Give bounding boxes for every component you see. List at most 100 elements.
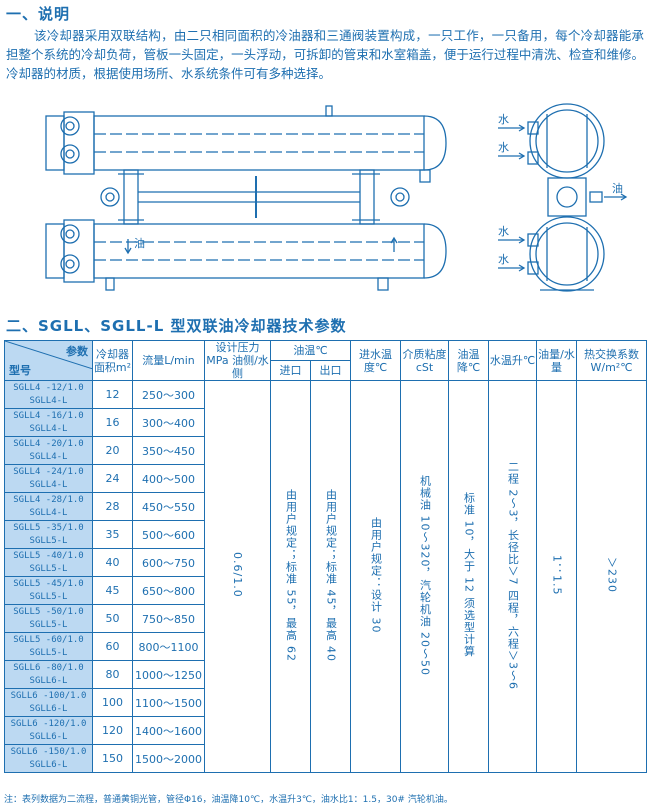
- three-way-valves: [100, 169, 410, 225]
- flow-cell: 400～500: [132, 464, 205, 493]
- header-heat-coef: 热交换系数W/m²℃: [576, 340, 648, 381]
- section1-text: 该冷却器采用双联结构，由二只相同面积的冷油器和三通阀装置构成，一只工作，一只备用…: [6, 28, 644, 81]
- area-cell: 100: [92, 688, 133, 717]
- shared-viscosity-cell: 机械油 10～320，汽轮机油 20～50: [400, 380, 450, 773]
- model-name-primary: SGLL6 -100/1.0: [10, 690, 87, 701]
- header-water-in-temp: 进水温度℃: [350, 340, 402, 381]
- shared-ratio-text: 1：1.5: [550, 554, 564, 596]
- model-name-secondary: SGLL4-L: [29, 479, 68, 490]
- model-name-secondary: SGLL6-L: [29, 675, 68, 686]
- shared-oil-in-text: 由用户规定；标准 55，最高 62: [284, 488, 298, 662]
- shared-oil-drop-cell: 标准 10，大于 12 须选型计算: [448, 380, 490, 773]
- header-pressure: 设计压力 MPa 油侧/水侧: [204, 340, 271, 381]
- model-name-primary: SGLL6 -120/1.0: [10, 718, 87, 729]
- side-view: [527, 103, 605, 292]
- area-cell: 12: [92, 380, 133, 409]
- flow-cell: 350～450: [132, 436, 205, 465]
- shared-ratio-cell: 1：1.5: [536, 380, 578, 773]
- header-oil-drop: 油温降℃: [448, 340, 490, 381]
- area-cell: 28: [92, 492, 133, 521]
- area-cell: 40: [92, 548, 133, 577]
- model-name-primary: SGLL6 -150/1.0: [10, 746, 87, 757]
- lower-flange-icons: [60, 224, 80, 274]
- model-name-primary: SGLL5 -40/1.0: [13, 550, 84, 561]
- area-cell: 20: [92, 436, 133, 465]
- flow-cell: 300～400: [132, 408, 205, 437]
- corner-params-label: 参数: [66, 345, 88, 358]
- shared-water-rise-text: 二程 2～3，长径比＞7 四程，六程＞3～6: [506, 460, 520, 690]
- model-name-secondary: SGLL4-L: [29, 395, 68, 406]
- section2-title: 二、SGLL、SGLL-L 型双联油冷却器技术参数: [6, 317, 347, 335]
- header-area: 冷却器面积m²: [92, 340, 133, 381]
- flow-cell: 1500～2000: [132, 744, 205, 773]
- area-cell: 35: [92, 520, 133, 549]
- model-name-secondary: SGLL5-L: [29, 535, 68, 546]
- spec-table: 参数 型号 冷却器面积m² 流量L/min 设计压力 MPa 油侧/水侧 油温℃…: [4, 340, 648, 773]
- header-oil-temp: 油温℃: [269, 340, 352, 361]
- flow-cell: 600～750: [132, 548, 205, 577]
- shared-oil-out-text: 由用户规定；标准 45，最高 40: [324, 488, 338, 662]
- model-name-secondary: SGLL5-L: [29, 619, 68, 630]
- shared-water-in-temp-text: 由用户规定：设计 30: [369, 516, 383, 634]
- model-name-primary: SGLL4 -24/1.0: [13, 466, 84, 477]
- shared-oil-out-cell: 由用户规定；标准 45，最高 40: [309, 380, 352, 773]
- flow-cell: 750～850: [132, 604, 205, 633]
- area-cell: 120: [92, 716, 133, 745]
- area-cell: 60: [92, 632, 133, 661]
- flow-arrows: [124, 124, 628, 272]
- header-oil-in: 进口: [270, 360, 311, 381]
- water-label-2: 水: [498, 141, 509, 154]
- shared-pressure-cell: 0.6/1.0: [204, 380, 271, 773]
- flow-cell: 1000～1250: [132, 660, 205, 689]
- water-label-4: 水: [498, 253, 509, 266]
- area-cell: 45: [92, 576, 133, 605]
- shared-oil-drop-text: 标准 10，大于 12 须选型计算: [462, 492, 476, 658]
- area-cell: 50: [92, 604, 133, 633]
- model-name-secondary: SGLL5-L: [29, 591, 68, 602]
- model-name-primary: SGLL5 -50/1.0: [13, 606, 84, 617]
- shared-viscosity-text: 机械油 10～320，汽轮机油 20～50: [418, 474, 432, 676]
- model-name-secondary: SGLL5-L: [29, 563, 68, 574]
- area-cell: 150: [92, 744, 133, 773]
- header-water-rise: 水温升℃: [488, 340, 538, 381]
- shared-pressure-text: 0.6/1.0: [231, 552, 244, 598]
- shared-heat-coef-cell: ＞230: [576, 380, 648, 773]
- model-name-primary: SGLL5 -60/1.0: [13, 634, 84, 645]
- flow-cell: 500～600: [132, 520, 205, 549]
- footnote: 注：表列数据为二流程，普通黄铜光管，管径Φ16，油温降10℃，水温升3℃，油水比…: [4, 795, 453, 805]
- header-ratio: 油量/水量: [536, 340, 578, 381]
- lower-cooler: [45, 219, 447, 291]
- model-name-primary: SGLL4 -16/1.0: [13, 410, 84, 421]
- model-name-secondary: SGLL6-L: [29, 759, 68, 770]
- header-oil-out: 出口: [309, 360, 352, 381]
- upper-cooler: [45, 105, 447, 183]
- table-corner-cell: 参数 型号: [4, 340, 93, 381]
- oil-label-front: 油: [134, 236, 145, 250]
- cooler-diagram: 油 油 水 水 水 水: [45, 103, 628, 292]
- section1-title: 一、说明: [6, 5, 71, 23]
- water-label-1: 水: [498, 113, 509, 126]
